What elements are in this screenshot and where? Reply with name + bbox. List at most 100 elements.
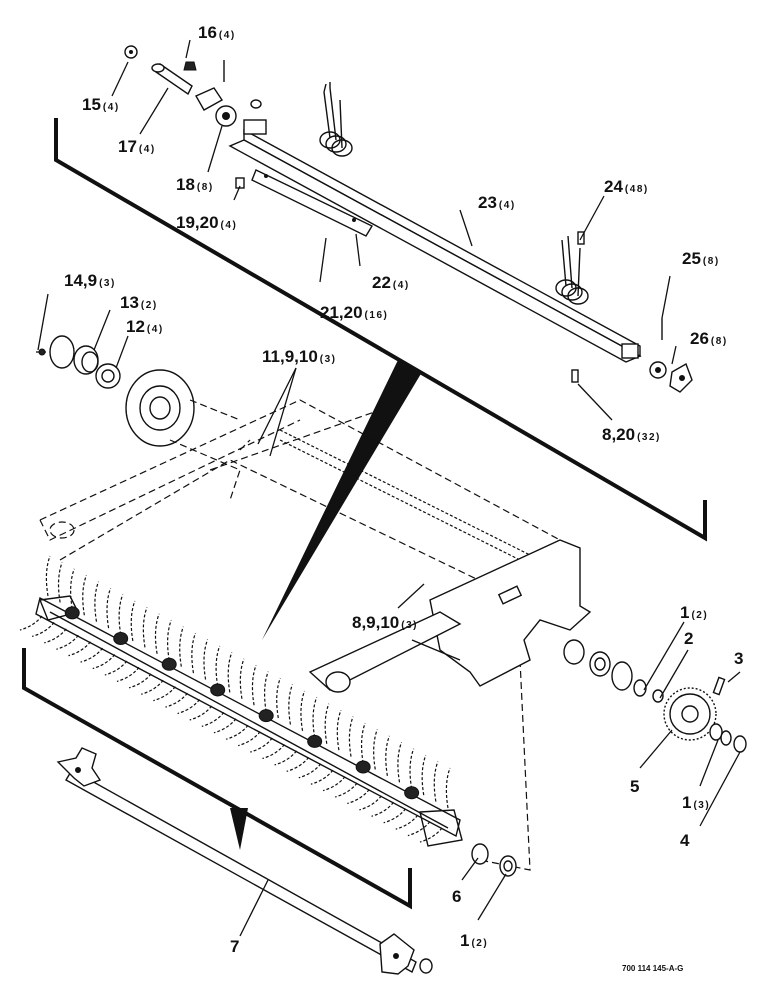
tine-spring-coil: [161, 657, 177, 671]
lower-pointer-wedge: [230, 808, 248, 850]
tine-upper: [397, 742, 403, 783]
callout-17: 17(4): [118, 137, 156, 156]
tine-upper: [312, 697, 318, 738]
callout-24: 24(48): [604, 177, 649, 196]
callout-8-9-10: 8,9,10(3): [352, 613, 418, 632]
tine-spring-coil: [258, 709, 274, 723]
callout-15: 15(4): [82, 95, 120, 114]
tine-spring-coil: [404, 786, 420, 800]
tine-lower: [286, 756, 310, 772]
callout-25: 25(8): [682, 249, 720, 268]
tine-upper: [409, 748, 415, 789]
callout-26: 26(8): [690, 329, 728, 348]
tine-lower: [141, 679, 164, 695]
tine-spring-coil: [307, 734, 323, 748]
tine-lower: [322, 776, 346, 792]
lower-detail-bracket: [22, 648, 412, 910]
callout-7: 7: [230, 937, 239, 956]
tine-upper: [251, 665, 257, 706]
tine-upper: [130, 600, 136, 642]
callout-23: 23(4): [478, 193, 516, 212]
tine-upper: [300, 690, 306, 732]
bearing-parts-left: [124, 45, 262, 189]
tine-lower: [359, 795, 382, 811]
rake-shaft-assembly: [19, 555, 517, 877]
tine-lower: [310, 769, 334, 785]
callout-14-9: 14,9(3): [64, 271, 116, 290]
drive-parts: [563, 639, 747, 753]
tine-spring-coil: [210, 683, 226, 697]
tine-bar-23: [228, 119, 642, 363]
mounting-plate-22: [251, 169, 373, 237]
upper-tine-spring: [319, 82, 353, 157]
tine-spring-coil: [355, 760, 371, 774]
tine-lower: [31, 622, 55, 638]
tine-lower: [383, 808, 407, 824]
callout-1-a: 1(2): [680, 603, 708, 622]
callout-6: 6: [452, 887, 461, 906]
tine-lower: [395, 814, 419, 830]
tine-upper: [373, 729, 378, 770]
tine-lower: [177, 699, 201, 715]
tine-upper: [118, 594, 124, 635]
callout-18: 18(8): [176, 175, 214, 194]
tine-lower: [68, 641, 91, 657]
tine-upper: [106, 587, 112, 629]
tine-upper: [360, 722, 366, 764]
side-frame-plate: [308, 539, 592, 693]
tine-upper: [154, 613, 160, 654]
tine-upper: [336, 709, 342, 751]
callout-1-b: 1(3): [682, 793, 710, 812]
lower-tine-spring: [555, 235, 589, 305]
tine-lower: [250, 737, 273, 753]
tine-upper: [288, 684, 293, 725]
callout-22: 22(4): [372, 273, 410, 292]
tine-upper: [385, 735, 390, 776]
upper-detail-bracket: [54, 118, 707, 542]
tine-upper: [348, 716, 354, 757]
tine-upper: [179, 626, 184, 667]
tine-upper: [227, 652, 233, 693]
tine-lower: [189, 705, 213, 721]
tine-lower: [201, 711, 225, 727]
tine-lower: [407, 821, 431, 837]
tine-lower: [104, 660, 128, 676]
tine-upper: [167, 620, 172, 661]
tine-lower: [298, 763, 322, 779]
callout-labels: 15(4) 16(4) 17(4) 18(8) 19,20(4) 23(4) 2…: [64, 23, 743, 956]
left-end-bearing-parts: [36, 335, 195, 447]
leader-lines: [37, 39, 741, 937]
callout-16: 16(4): [198, 23, 236, 42]
tine-lower: [19, 615, 43, 631]
tine-lower: [213, 718, 237, 734]
tine-lower: [238, 731, 261, 747]
tine-lower: [274, 750, 298, 766]
tine-upper: [324, 703, 330, 744]
tine-lower: [262, 744, 285, 760]
tine-lower: [116, 667, 140, 682]
tine-lower: [334, 782, 358, 798]
tine-upper: [57, 562, 63, 603]
tine-upper: [70, 568, 75, 609]
callout-13: 13(2): [120, 293, 158, 312]
tine-upper: [191, 632, 197, 674]
tine-upper: [82, 575, 87, 616]
frame-phantom-lines: [39, 399, 561, 871]
tine-upper: [215, 645, 221, 687]
tine-upper: [45, 555, 51, 597]
callout-21-20: 21,20(16): [320, 303, 388, 322]
callout-12: 12(4): [126, 317, 164, 336]
detail-pointer-wedge: [262, 360, 422, 640]
tine-lower: [92, 654, 116, 670]
rear-tine-row: [279, 429, 541, 571]
callout-11-9-10: 11,9,10(3): [262, 347, 337, 366]
tine-upper: [276, 677, 281, 719]
callout-4: 4: [680, 831, 690, 850]
tine-spring-coil: [113, 632, 129, 646]
shaft-7: [56, 747, 433, 975]
tine-lower: [56, 634, 79, 650]
tine-lower: [128, 673, 152, 689]
tine-upper: [433, 761, 439, 802]
callout-5: 5: [630, 777, 639, 796]
